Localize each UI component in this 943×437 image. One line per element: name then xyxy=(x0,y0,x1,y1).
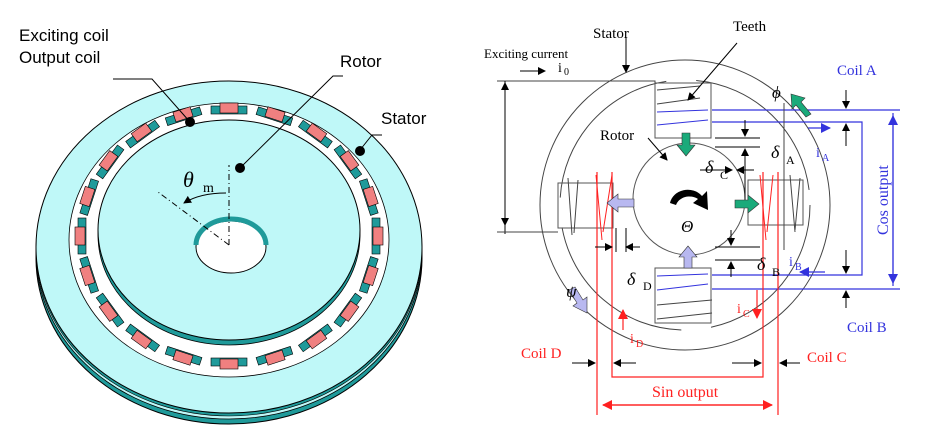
coil-winding xyxy=(130,329,153,350)
coil-winding xyxy=(79,265,96,287)
stator-tooth xyxy=(210,357,248,370)
flux-arrow-right xyxy=(734,194,760,214)
label-psi: ψ xyxy=(566,282,577,301)
stator-tooth xyxy=(74,217,87,255)
label-delta-d-sub: D xyxy=(643,279,652,293)
label-delta-d: δ xyxy=(627,269,636,289)
coil-winding xyxy=(219,102,239,114)
label-stator: Stator xyxy=(593,26,629,42)
phi-flux-arrow xyxy=(790,93,812,118)
label-exciting-coil: Exciting coil xyxy=(19,26,109,45)
stator-tooth xyxy=(79,178,99,216)
label-ia-sub: A xyxy=(822,153,830,164)
label-delta-c-sub: C xyxy=(720,168,728,182)
rotor-circle xyxy=(632,142,746,256)
label-id-sub: D xyxy=(636,339,643,350)
coil-winding xyxy=(130,122,153,143)
stator-tooth xyxy=(255,346,294,366)
label-i0-sub: 0 xyxy=(564,67,569,78)
stator-outer-circle xyxy=(539,59,831,351)
label-delta-a: δ xyxy=(771,142,780,162)
coil-winding xyxy=(339,150,360,172)
stator-leader-dot xyxy=(355,146,365,156)
coil-ring xyxy=(74,102,384,370)
coil-winding xyxy=(172,349,194,366)
label-sin-output: Sin output xyxy=(652,384,719,401)
stator-tooth xyxy=(298,119,333,149)
stator-tooth xyxy=(359,178,379,216)
flux-arrows xyxy=(568,93,812,314)
stator-tooth xyxy=(255,106,294,126)
coil-winding xyxy=(305,122,328,143)
theta-m-subscript: m xyxy=(203,181,214,196)
label-cos-output: Cos output xyxy=(875,165,892,235)
stator-tooth xyxy=(164,346,203,366)
stator-tooth xyxy=(95,292,125,328)
label-delta-a-sub: A xyxy=(786,153,795,167)
rotor-leader-dot xyxy=(235,163,245,173)
label-theta: Θ xyxy=(681,217,693,236)
coil-winding xyxy=(264,349,286,366)
stator-inner-circle xyxy=(559,79,811,331)
label-coil-d: Coil D xyxy=(521,346,562,362)
psi-flux-arrow xyxy=(568,286,588,314)
label-delta-b: δ xyxy=(757,254,766,274)
coil-winding xyxy=(372,226,384,246)
coil-winding xyxy=(219,358,239,370)
stator-leader-line xyxy=(359,134,382,151)
label-ia: i xyxy=(816,146,820,161)
coil-winding xyxy=(98,300,119,322)
label-ic-sub: C xyxy=(743,309,750,320)
label-ic: i xyxy=(737,302,741,317)
theta-m-arc xyxy=(183,192,227,204)
label-i0: i xyxy=(558,61,562,76)
stator-tooth xyxy=(298,323,333,353)
label-stator: Stator xyxy=(381,109,427,128)
coil-winding xyxy=(362,265,379,287)
label-exciting-current: Exciting current xyxy=(484,46,568,61)
flux-arrow-bottom xyxy=(678,245,698,269)
label-ib: i xyxy=(789,255,793,270)
coil-winding xyxy=(79,185,96,207)
stator-tooth xyxy=(371,217,384,255)
rotor-axis xyxy=(157,191,230,246)
label-delta-c: δ xyxy=(705,157,714,177)
stator-tooth xyxy=(359,256,379,294)
stator-tooth xyxy=(125,119,160,149)
flux-arrow-left xyxy=(606,193,635,213)
left-figure-resolver-3d: θ m Exciting coil Output coil Rotor Stat… xyxy=(19,26,427,425)
rotation-arrow-icon xyxy=(670,189,708,210)
label-rotor: Rotor xyxy=(340,52,382,71)
coil-winding xyxy=(305,329,328,350)
label-ib-sub: B xyxy=(795,262,802,273)
label-id: i xyxy=(630,332,634,347)
label-coil-b: Coil B xyxy=(847,320,887,336)
stator-tooth xyxy=(333,292,363,328)
label-coil-c: Coil C xyxy=(807,350,847,366)
right-figure-labels: Stator Teeth Exciting current i 0 Rotor … xyxy=(484,19,892,401)
coil-winding xyxy=(264,106,286,123)
coil-winding xyxy=(362,185,379,207)
label-output-coil: Output coil xyxy=(19,48,100,67)
stator-tooth xyxy=(333,144,363,180)
label-rotor: Rotor xyxy=(600,128,634,144)
rotor-leader-line xyxy=(239,75,343,169)
label-coil-a: Coil A xyxy=(837,63,877,79)
stator-tooth xyxy=(210,102,248,115)
label-teeth: Teeth xyxy=(733,19,767,35)
coil-leader-line xyxy=(113,78,191,123)
stator-tooth xyxy=(125,323,160,353)
coil-leader-dot xyxy=(185,117,195,127)
coil-winding xyxy=(98,150,119,172)
right-figure-schematic xyxy=(497,37,900,415)
stator-tooth xyxy=(79,256,99,294)
tooth-bottom xyxy=(654,267,712,324)
coil-winding xyxy=(74,226,86,246)
theta-m-label: θ xyxy=(183,167,194,192)
flux-arrow-top xyxy=(676,132,696,157)
label-delta-b-sub: B xyxy=(772,265,780,279)
coil-winding xyxy=(339,300,360,322)
label-phi: ϕ xyxy=(772,83,781,102)
stator-tooth xyxy=(95,144,125,180)
